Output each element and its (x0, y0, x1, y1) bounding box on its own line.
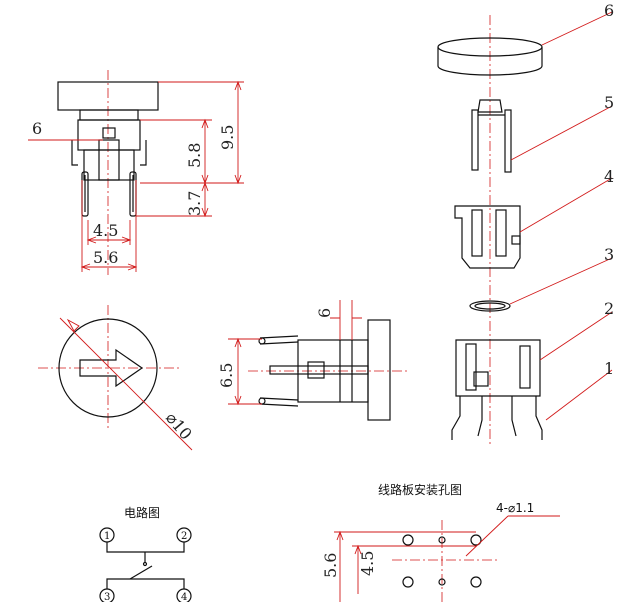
part-label-5: 5 (604, 93, 614, 112)
dim-body-height: 5.8 (185, 143, 204, 168)
circuit-title: 电路图 (124, 505, 160, 520)
circuit-diagram: 电路图 1 2 3 4 (99, 505, 192, 602)
circuit-pin-4: 4 (181, 592, 187, 602)
dim-holes: 4-⌀1.1 (496, 501, 534, 515)
dim-total-height: 9.5 (218, 125, 237, 150)
dim-pcb-inner: 4.5 (358, 551, 377, 576)
pcb-layout: 线路板安装孔图 4-⌀1.1 5.6 4.5 (321, 482, 560, 602)
dim-pin-outer: 5.6 (93, 248, 118, 267)
circuit-pin-2: 2 (181, 531, 187, 542)
side-view: 6 9.5 5.8 3.7 4.5 5.6 (28, 70, 244, 275)
dim-diameter: ⌀10 (162, 408, 196, 443)
dim-pcb-outer: 5.6 (321, 553, 340, 578)
part-label-2: 2 (604, 299, 614, 318)
side-part-label: 6 (32, 119, 42, 138)
circuit-pin-3: 3 (104, 592, 110, 602)
part-label-4: 4 (604, 167, 614, 186)
pcb-title: 线路板安装孔图 (378, 482, 462, 497)
dim-horizontal-left: 6.5 (217, 363, 236, 388)
circuit-pin-1: 1 (104, 531, 110, 542)
dim-pin-length: 3.7 (185, 191, 204, 216)
dim-pin-inner: 4.5 (93, 221, 118, 240)
part-label-6: 6 (604, 1, 614, 20)
exploded-view: 6 5 4 3 2 1 (437, 1, 614, 445)
dim-horizontal-top: 6 (315, 308, 334, 318)
horizontal-view: 6 6.5 (217, 300, 410, 421)
part-label-1: 1 (604, 359, 614, 378)
front-view: ⌀10 (38, 305, 196, 451)
part-label-3: 3 (604, 245, 614, 264)
